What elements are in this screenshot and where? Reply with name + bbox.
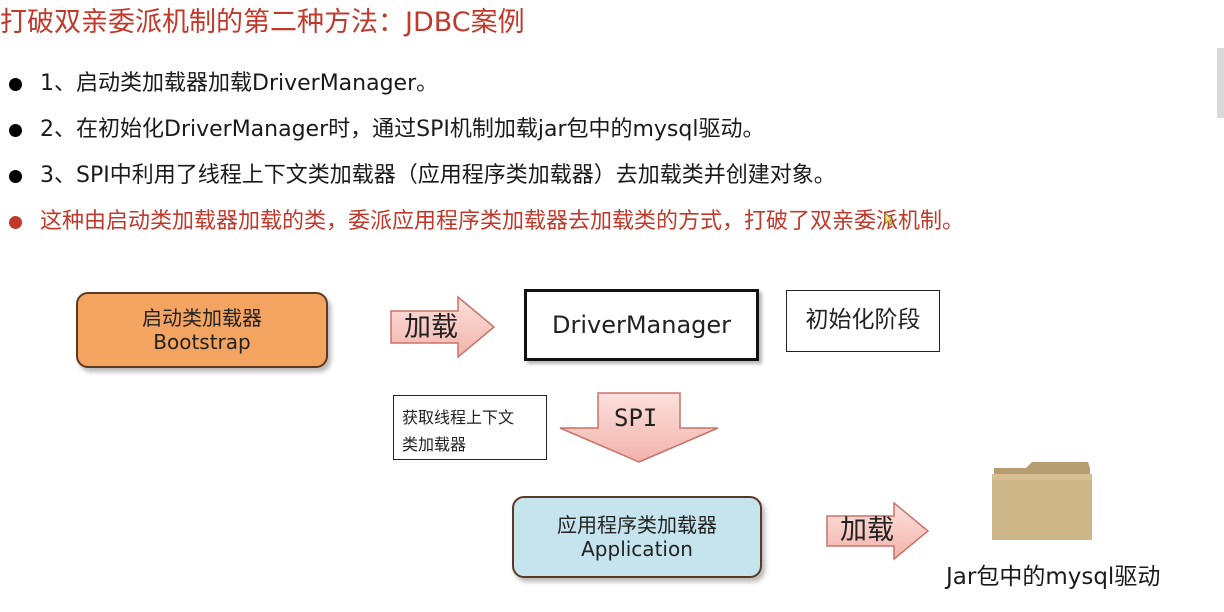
get-context-line2: 类加载器: [402, 435, 467, 455]
load-arrow-1: [390, 295, 496, 359]
bullet-dot-icon: [9, 170, 22, 183]
jar-driver-label: Jar包中的mysql驱动: [946, 564, 1161, 590]
load-arrow-2-label: 加载: [840, 515, 894, 546]
bootstrap-line2: Bootstrap: [153, 330, 251, 354]
bootstrap-loader-box: 启动类加载器 Bootstrap: [76, 292, 328, 368]
bullet-text: 2、在初始化DriverManager时，通过SPI机制加载jar包中的mysq…: [40, 117, 765, 142]
mouse-cursor-icon: [884, 212, 894, 226]
bullet-text: 这种由启动类加载器加载的类，委派应用程序类加载器去加载类的方式，打破了双亲委派机…: [40, 209, 965, 234]
load-arrow-1-label: 加载: [404, 312, 458, 343]
bullet-dot-icon: [9, 216, 22, 229]
application-line2: Application: [581, 537, 693, 561]
page-title: 打破双亲委派机制的第二种方法：JDBC案例: [0, 7, 525, 38]
load-arrow-2: [826, 501, 930, 561]
get-context-loader-box: 获取线程上下文 类加载器: [393, 395, 547, 460]
init-stage-box: 初始化阶段: [786, 290, 940, 352]
bullet-text: 1、启动类加载器加载DriverManager。: [40, 71, 439, 96]
application-loader-box: 应用程序类加载器 Application: [512, 496, 762, 578]
spi-arrow-label: SPI: [614, 404, 658, 432]
get-context-line1: 获取线程上下文: [402, 408, 515, 427]
bootstrap-line1: 启动类加载器: [142, 306, 262, 330]
bullet-dot-icon: [9, 78, 22, 91]
bullet-text: 3、SPI中利用了线程上下文类加载器（应用程序类加载器）去加载类并创建对象。: [40, 163, 836, 188]
driver-manager-box: DriverManager: [524, 289, 759, 361]
scroll-indicator: [1217, 48, 1224, 118]
bullet-dot-icon: [9, 124, 22, 137]
spi-arrow: [559, 392, 719, 463]
init-stage-label: 初始化阶段: [805, 307, 921, 334]
application-line1: 应用程序类加载器: [557, 513, 717, 537]
driver-manager-label: DriverManager: [551, 310, 732, 339]
folder-icon: [992, 462, 1092, 540]
